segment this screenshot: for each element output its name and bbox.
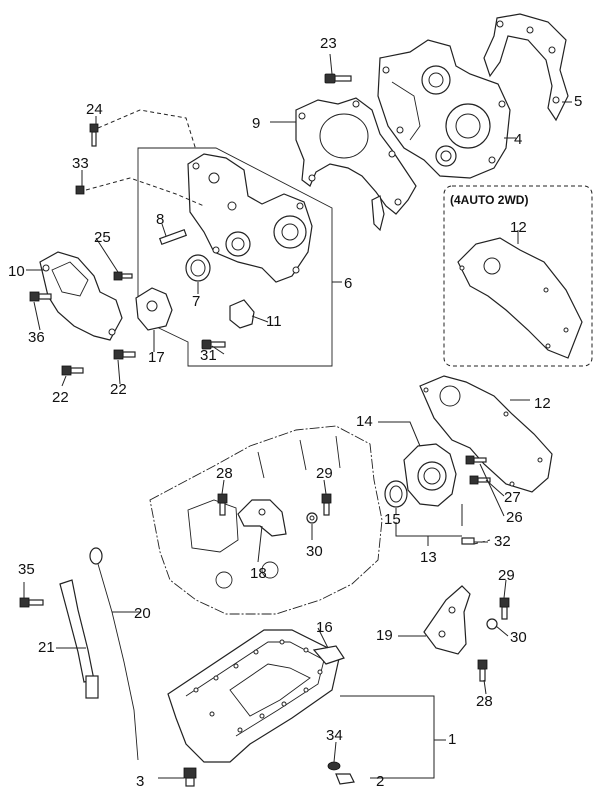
bolt-23	[324, 73, 352, 84]
bracket-18	[237, 499, 287, 537]
callout-32: 32	[494, 533, 511, 550]
callout-14: 14	[356, 413, 373, 430]
front-case-6	[187, 153, 313, 283]
callout-12: 12	[534, 395, 551, 412]
callout-21: 21	[38, 639, 55, 656]
leader-lines	[23, 53, 572, 779]
callout-22: 22	[52, 389, 69, 406]
bracket-19	[423, 585, 510, 682]
bolts-upper-left	[29, 123, 136, 376]
callout-3: 3	[136, 773, 144, 790]
callout-12: 12	[510, 219, 527, 236]
oil-pan-1	[167, 629, 345, 763]
callout-5: 5	[574, 93, 582, 110]
callout-1: 1	[448, 731, 456, 748]
callout-18: 18	[250, 565, 267, 582]
callout-27: 27	[504, 489, 521, 506]
callout-7: 7	[192, 293, 200, 310]
callout-25: 25	[94, 229, 111, 246]
bolts-28-29-30-mid	[217, 493, 332, 524]
callout-35: 35	[18, 561, 35, 578]
callout-20: 20	[134, 605, 151, 622]
plate-12	[419, 375, 553, 493]
option-box	[443, 185, 593, 367]
callout-17: 17	[148, 349, 165, 366]
cover-17	[135, 287, 173, 331]
engine-block	[149, 425, 383, 615]
callout-2: 2	[376, 773, 384, 790]
cover-10	[39, 251, 123, 341]
callout-24: 24	[86, 101, 103, 118]
callout-34: 34	[326, 727, 343, 744]
cover-11	[229, 299, 255, 329]
option-note: (4AUTO 2WD)	[450, 193, 528, 207]
bolts-26-27-32	[461, 455, 491, 545]
drain-plug-3	[183, 767, 197, 787]
callout-33: 33	[72, 155, 89, 172]
callout-36: 36	[28, 329, 45, 346]
callout-9: 9	[252, 115, 260, 132]
callout-29: 29	[498, 567, 515, 584]
callout-13: 13	[420, 549, 437, 566]
callout-30: 30	[306, 543, 323, 560]
timing-cover-4	[377, 39, 511, 179]
callout-19: 19	[376, 627, 393, 644]
callout-30: 30	[510, 629, 527, 646]
bolt-31	[201, 339, 226, 350]
oil-seal-15	[384, 480, 408, 508]
seal-case-14	[403, 443, 457, 507]
callout-15: 15	[384, 511, 401, 528]
callout-31: 31	[200, 347, 217, 364]
callout-22: 22	[110, 381, 127, 398]
callout-10: 10	[8, 263, 25, 280]
dipstick-20	[89, 547, 139, 761]
callout-11: 11	[266, 313, 282, 330]
callout-23: 23	[320, 35, 337, 52]
front-case-gasket-9	[295, 97, 417, 232]
dowel-8	[158, 228, 188, 246]
callout-26: 26	[506, 509, 523, 526]
timing-gasket-5	[483, 13, 569, 122]
callout-4: 4	[514, 131, 522, 148]
callout-16: 16	[316, 619, 333, 636]
callout-28: 28	[476, 693, 493, 710]
callout-8: 8	[156, 211, 164, 228]
callout-29: 29	[316, 465, 333, 482]
guide-tube-21	[19, 579, 99, 699]
callout-6: 6	[344, 275, 352, 292]
drain-plug-2-gasket-34	[327, 761, 355, 785]
oil-seal-7	[185, 254, 211, 282]
plate-12-option	[457, 237, 583, 359]
callout-28: 28	[216, 465, 233, 482]
